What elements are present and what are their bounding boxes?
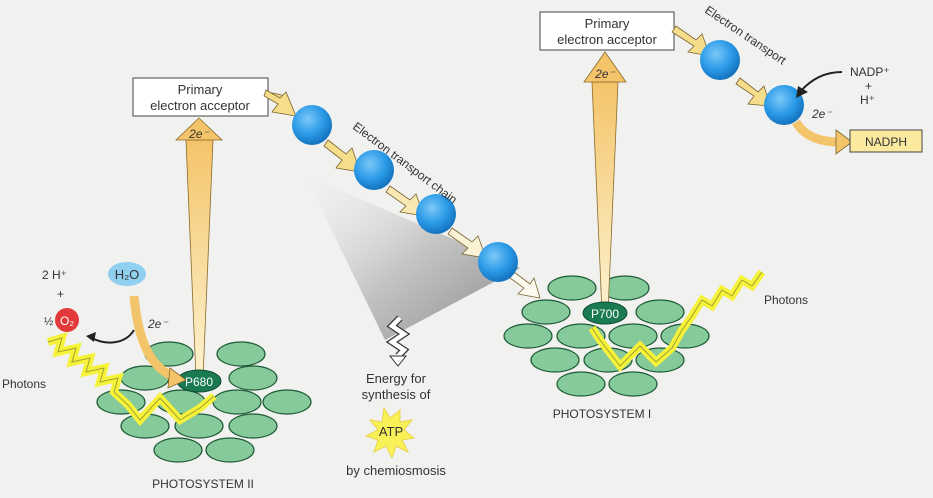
acceptor-ii-line1: Primary: [178, 82, 223, 97]
acceptor-ii-line2: electron acceptor: [150, 98, 250, 113]
carrier-1: [292, 105, 332, 145]
electrons-up-i: 2e⁻: [594, 67, 616, 81]
nadph-arrow: [792, 119, 841, 147]
photons-ii-label: Photons: [2, 377, 46, 391]
oxygen-release-arrow: [91, 329, 135, 344]
water-label: H₂O: [115, 267, 140, 282]
nadph-label: NADPH: [865, 135, 907, 149]
energy-wedge: [305, 175, 520, 340]
hydrogen-ions-label: 2 H⁺: [42, 268, 67, 282]
primary-acceptor-box-ii: [132, 77, 269, 117]
water-electrons-label: 2e⁻: [147, 317, 169, 331]
etc-arrow-5: [509, 271, 541, 299]
acceptor-i-line2: electron acceptor: [557, 32, 657, 47]
electron-arrow-head-ii: [175, 117, 223, 141]
half-label: ½: [44, 316, 53, 328]
p700-label: P700: [591, 307, 619, 321]
etc-arrow-4: [447, 227, 487, 259]
oxygen-label: O₂: [60, 314, 74, 328]
p680-label: P680: [185, 375, 213, 389]
etc-arrow-3: [385, 185, 425, 217]
photosystem-i-label: PHOTOSYSTEM I: [553, 407, 651, 421]
primary-acceptor-box-i: [539, 11, 675, 51]
electron-transport-chain: [263, 89, 541, 299]
et2-carrier-1: [700, 40, 740, 80]
pigment-cluster-ii: [96, 341, 312, 463]
water-molecule: [108, 262, 146, 286]
chemiosmosis-label: by chemiosmosis: [346, 463, 446, 478]
acceptor-i-line1: Primary: [585, 16, 630, 31]
et2-arrow-2: [735, 77, 771, 107]
electron-transport-2: [671, 25, 853, 155]
carrier-4: [478, 242, 518, 282]
photosystem-i: [503, 51, 766, 397]
et2-electrons-label: 2e⁻: [811, 107, 833, 121]
photosystem-ii-label: PHOTOSYSTEM II: [152, 477, 254, 491]
oxygen-molecule: [55, 308, 79, 332]
photosystem-ii: [46, 117, 312, 463]
energy-line1: Energy for: [366, 371, 427, 386]
nadp-input-arrow: [799, 71, 843, 93]
nadph-box: [849, 129, 923, 153]
plus-sign-ii: +: [57, 287, 64, 301]
electron-beam-ii: [185, 139, 214, 379]
electron-arrow-head-i: [583, 51, 627, 83]
atp-starburst: [364, 406, 416, 460]
etc-arrow-2: [323, 139, 361, 173]
energy-line2: synthesis of: [362, 387, 431, 402]
etc-arrow-1: [263, 89, 297, 117]
carrier-3: [416, 194, 456, 234]
et2-carrier-2: [764, 85, 804, 125]
reaction-center-p700: [582, 301, 628, 325]
electrons-up-ii: 2e⁻: [188, 127, 210, 141]
nadp-label: NADP⁺: [850, 65, 890, 79]
h-ion-label: H⁺: [860, 93, 875, 107]
photons-i-label: Photons: [764, 293, 808, 307]
plus-sign-i: +: [865, 79, 872, 93]
et2-arrow-1: [671, 25, 711, 57]
atp-label: ATP: [379, 424, 403, 439]
carrier-2: [354, 150, 394, 190]
